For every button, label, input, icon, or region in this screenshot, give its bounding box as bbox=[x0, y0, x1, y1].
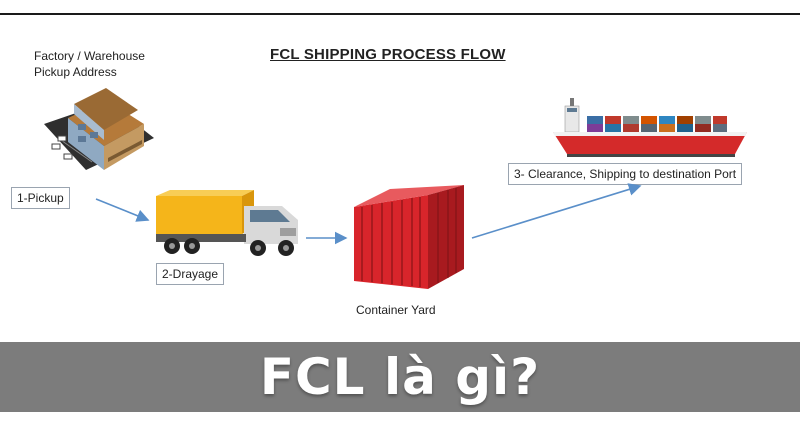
title-banner: FCL là gì? bbox=[0, 342, 800, 412]
bottom-strip bbox=[0, 412, 800, 425]
step-drayage-label: 2-Drayage bbox=[156, 263, 225, 285]
factory-label: Factory / Warehouse Pickup Address bbox=[34, 48, 145, 80]
flow-arrows bbox=[95, 183, 642, 245]
truck-icon bbox=[156, 190, 298, 256]
step-pickup-label: 1-Pickup bbox=[11, 187, 70, 209]
factory-label-line2: Pickup Address bbox=[34, 65, 117, 79]
factory-label-line1: Factory / Warehouse bbox=[34, 49, 145, 63]
banner-title: FCL là gì? bbox=[259, 348, 541, 406]
top-divider bbox=[0, 13, 800, 15]
arrow-pickup-to-drayage bbox=[95, 198, 150, 222]
arrow-yard-to-port bbox=[471, 183, 642, 239]
container-yard-label: Container Yard bbox=[356, 303, 436, 317]
warehouse-icon bbox=[44, 88, 154, 170]
step-clearance-shipping-label: 3- Clearance, Shipping to destination Po… bbox=[508, 163, 743, 185]
container-icon bbox=[354, 185, 464, 289]
ship-icon bbox=[553, 98, 747, 157]
diagram-title: FCL SHIPPING PROCESS FLOW bbox=[270, 46, 506, 63]
